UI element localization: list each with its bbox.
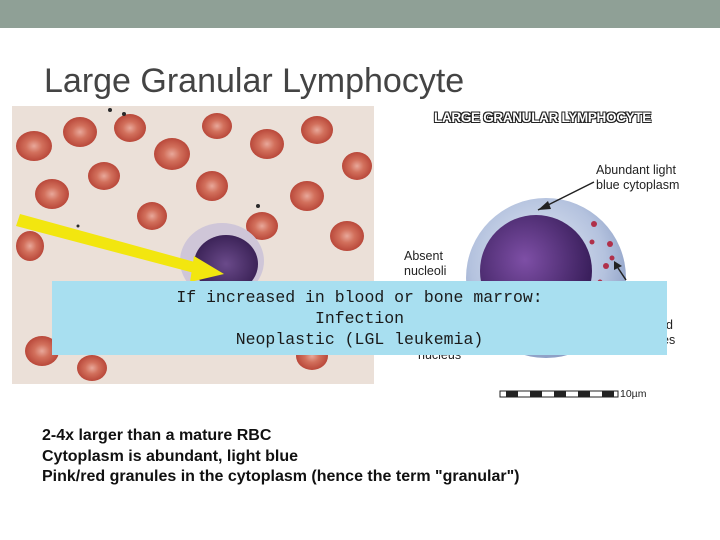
diagram-title: LARGE GRANULAR LYMPHOCYTE: [434, 108, 654, 128]
description-line: 2-4x larger than a mature RBC: [42, 427, 272, 444]
description-text: 2-4x larger than a mature RBC Cytoplasm …: [42, 426, 520, 488]
lgl-diagram: LARGE GRANULAR LYMPHOCYTE Abundant light…: [396, 106, 696, 402]
scale-bar-label: 10µm: [620, 388, 647, 400]
overlay-line-1: If increased in blood or bone marrow:: [176, 287, 543, 307]
top-accent-bar: [0, 0, 720, 28]
overlay-callout: If increased in blood or bone marrow: In…: [52, 281, 667, 355]
blood-smear-image: [12, 106, 374, 384]
slide-title: Large Granular Lymphocyte: [44, 62, 465, 100]
label-nucleoli-line2: nucleoli: [404, 264, 447, 278]
label-partial-right-1: d: [666, 318, 673, 332]
description-line: Pink/red granules in the cytoplasm (henc…: [42, 468, 520, 485]
overlay-line-3: Neoplastic (LGL leukemia): [235, 329, 484, 349]
label-cytoplasm-line1: Abundant light: [596, 163, 676, 177]
description-line: Cytoplasm is abundant, light blue: [42, 447, 299, 465]
blood-smear-drawing: [12, 106, 374, 384]
overlay-line-2: Infection: [314, 308, 405, 328]
label-nucleoli-line1: Absent: [404, 249, 443, 263]
label-cytoplasm-line2: blue cytoplasm: [596, 178, 680, 192]
